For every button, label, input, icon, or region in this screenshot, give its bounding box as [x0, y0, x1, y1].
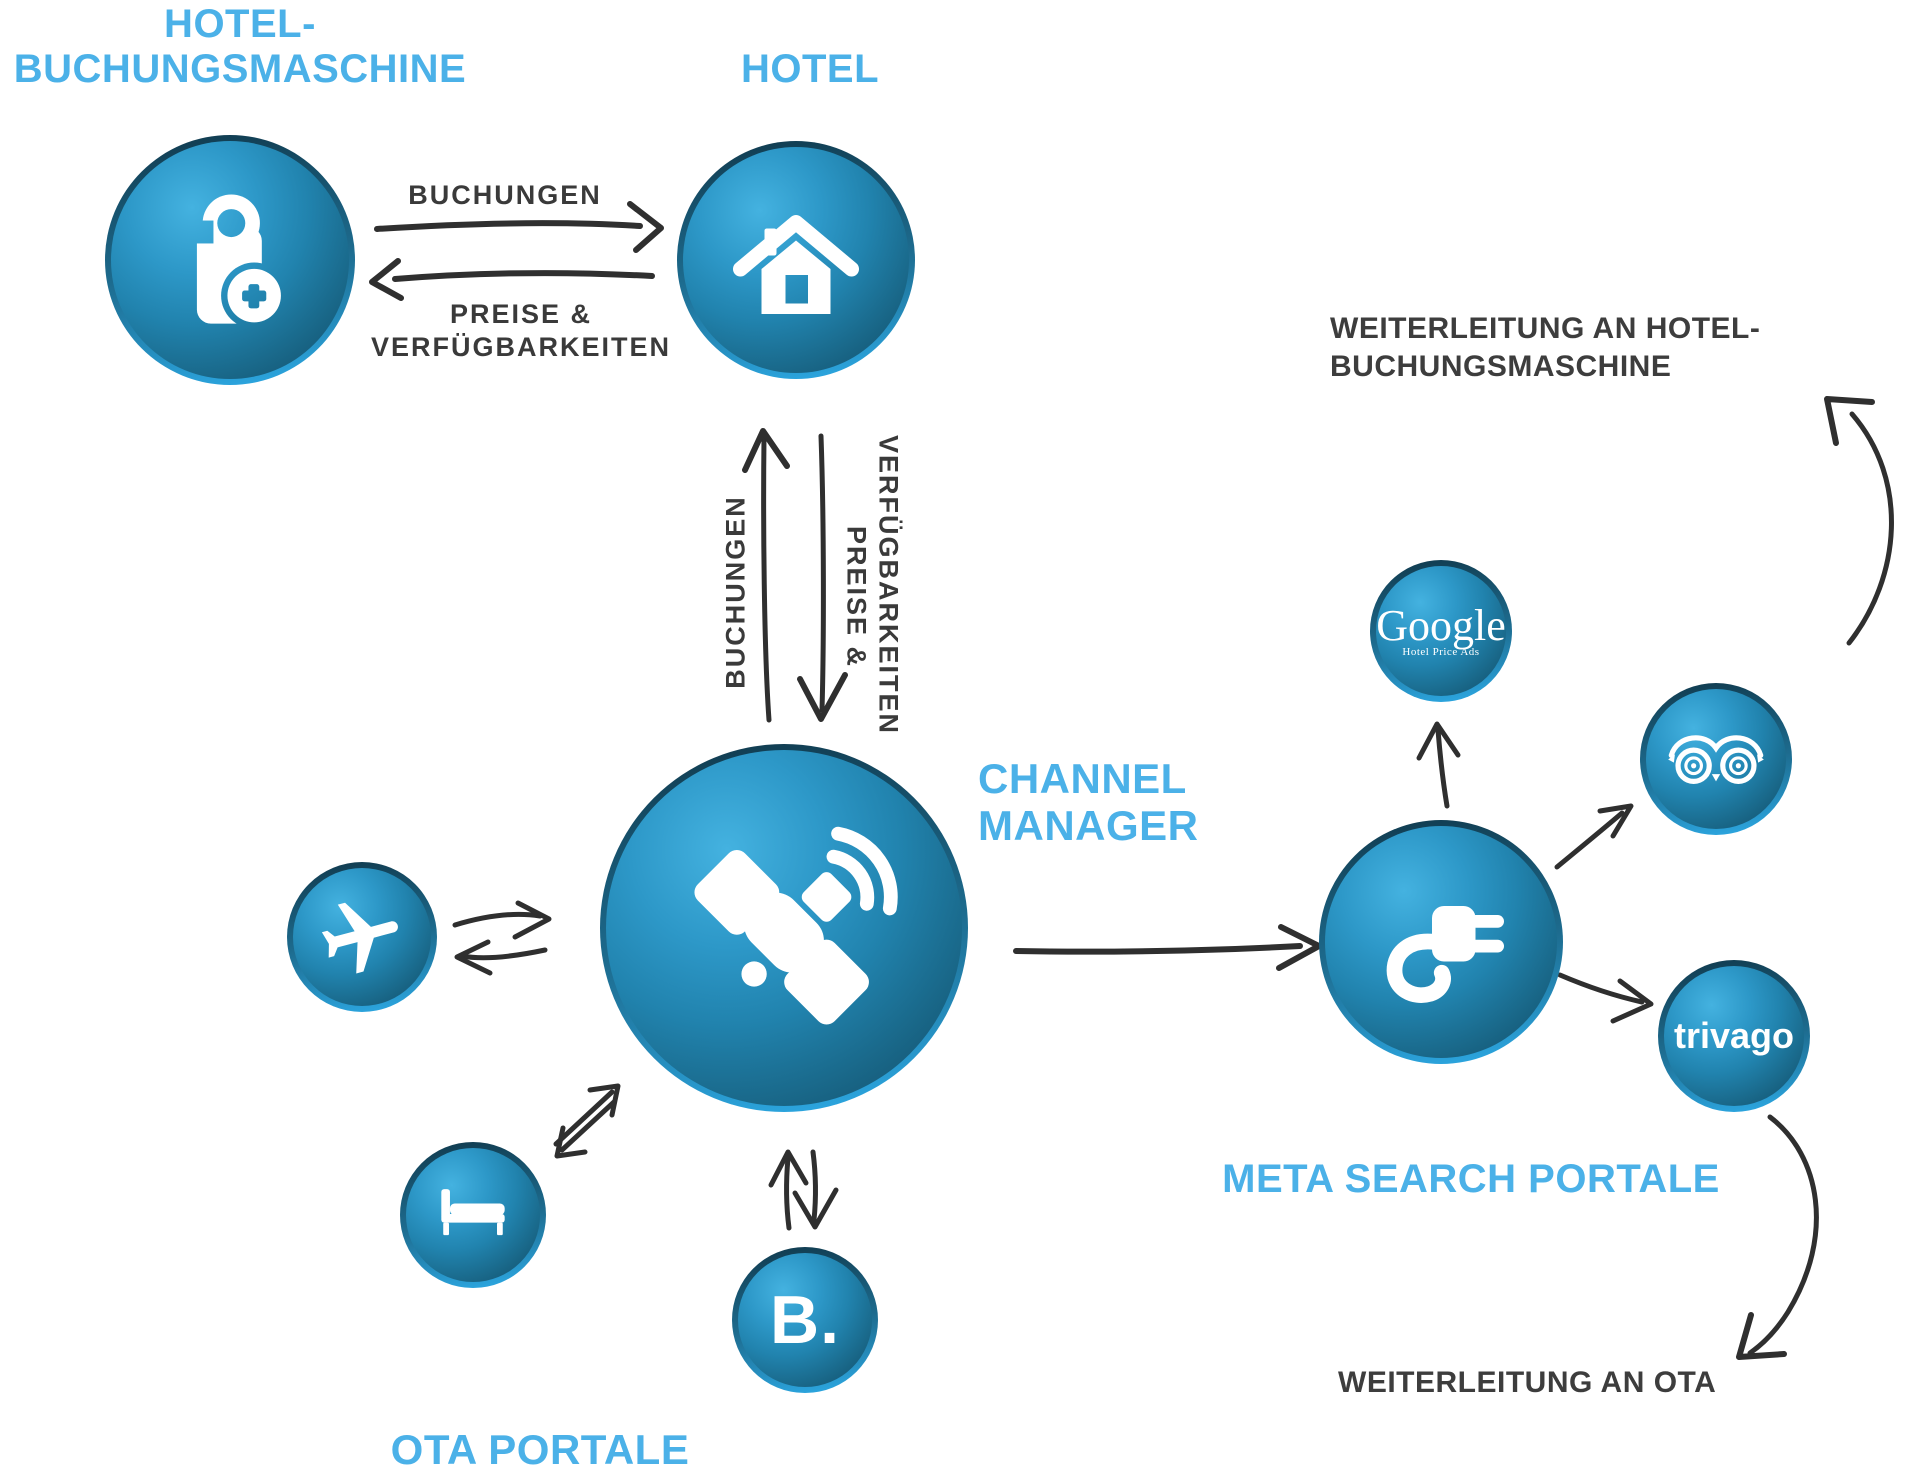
arrow-buchungen-right [374, 201, 664, 253]
sphere-face [1325, 826, 1557, 1058]
node-google-hotel-price-ads: Google Hotel Price Ads [1370, 560, 1512, 702]
node-ota-booking-portal: B. [732, 1247, 878, 1393]
sphere-face: Google Hotel Price Ads [1376, 566, 1506, 696]
label-line: CHANNEL [978, 755, 1187, 802]
sphere-face [406, 1148, 540, 1282]
label-line: WEITERLEITUNG AN HOTEL- [1330, 312, 1761, 345]
satellite-icon [694, 826, 898, 1025]
sphere-face [293, 868, 431, 1006]
sphere-face [606, 750, 962, 1106]
label-line: MANAGER [978, 802, 1199, 849]
arrow-meta-to-tripadvisor [1554, 803, 1634, 870]
arrow-cm-to-meta [1013, 924, 1322, 971]
arrow-flight-to-cm [452, 900, 552, 976]
label-line: BUCHUNGSMASCHINE [13, 47, 467, 91]
power-plug-icon [1386, 906, 1504, 1003]
buchungen-vertical-label: BUCHUNGEN [720, 495, 751, 689]
arrow-meta-to-trivago [1557, 972, 1654, 1024]
node-ota-hotel-portal [400, 1142, 546, 1288]
arrow-booking-to-cm [768, 1149, 839, 1231]
buchungen-horizontal-label: BUCHUNGEN [408, 180, 602, 210]
house-icon [733, 215, 859, 314]
arrow-bed-to-cm [553, 1083, 621, 1159]
label-line: BUCHUNGSMASCHINE [1330, 350, 1672, 383]
sphere-face: trivago [1664, 966, 1804, 1106]
google-hotel-price-ads-text: Hotel Price Ads [1402, 646, 1480, 658]
arrow-meta-to-google [1416, 721, 1461, 809]
arrow-curve-to-hbm [1824, 396, 1894, 646]
node-tripadvisor [1640, 683, 1792, 835]
node-ota-flight-portal [287, 862, 437, 1012]
bed-icon [441, 1189, 505, 1236]
arrow-buchungen-up [742, 428, 790, 723]
preise-vertical-label-line1: PREISE & [841, 525, 872, 669]
sphere-face [111, 141, 349, 379]
owl-icon [1668, 735, 1764, 784]
hotel-label: HOTEL [740, 47, 880, 91]
node-hotel [677, 141, 915, 379]
weiterleitung-hbm-label: WEITERLEITUNG AN HOTEL- BUCHUNGSMASCHINE [1330, 310, 1760, 386]
arrow-preise-down [797, 433, 848, 722]
airplane-icon [321, 902, 398, 974]
node-hotel-buchungsmaschine [105, 135, 355, 385]
google-logo-text: Google [1376, 601, 1506, 650]
arrow-preise-left [369, 258, 655, 301]
arrow-curve-to-ota [1736, 1114, 1819, 1360]
node-meta-search-hub [1319, 820, 1563, 1064]
booking-logo-text: B. [770, 1282, 840, 1358]
weiterleitung-ota-label: WEITERLEITUNG AN OTA [1338, 1366, 1717, 1399]
node-trivago: trivago [1658, 960, 1810, 1112]
sphere-face: B. [738, 1253, 872, 1387]
preise-vertical-label-line2: VERFÜGBARKEITEN [873, 434, 904, 736]
trivago-logo-text: trivago [1673, 1015, 1795, 1056]
hotel-buchungsmaschine-label: HOTEL- BUCHUNGSMASCHINE [14, 2, 466, 92]
label-line: PREISE & [449, 299, 593, 329]
label-line: HOTEL- [164, 2, 316, 46]
ota-portale-label: OTA PORTALE [390, 1426, 690, 1473]
channel-manager-label: CHANNEL MANAGER [978, 755, 1199, 849]
node-channel-manager [600, 744, 968, 1112]
meta-search-portale-label: META SEARCH PORTALE [1222, 1157, 1720, 1201]
label-line: VERFÜGBARKEITEN [370, 332, 672, 362]
sphere-face [683, 147, 909, 373]
sphere-face [1646, 689, 1786, 829]
door-hanger-plus-icon [196, 194, 281, 324]
preise-horizontal-label: PREISE & VERFÜGBARKEITEN [371, 298, 671, 364]
